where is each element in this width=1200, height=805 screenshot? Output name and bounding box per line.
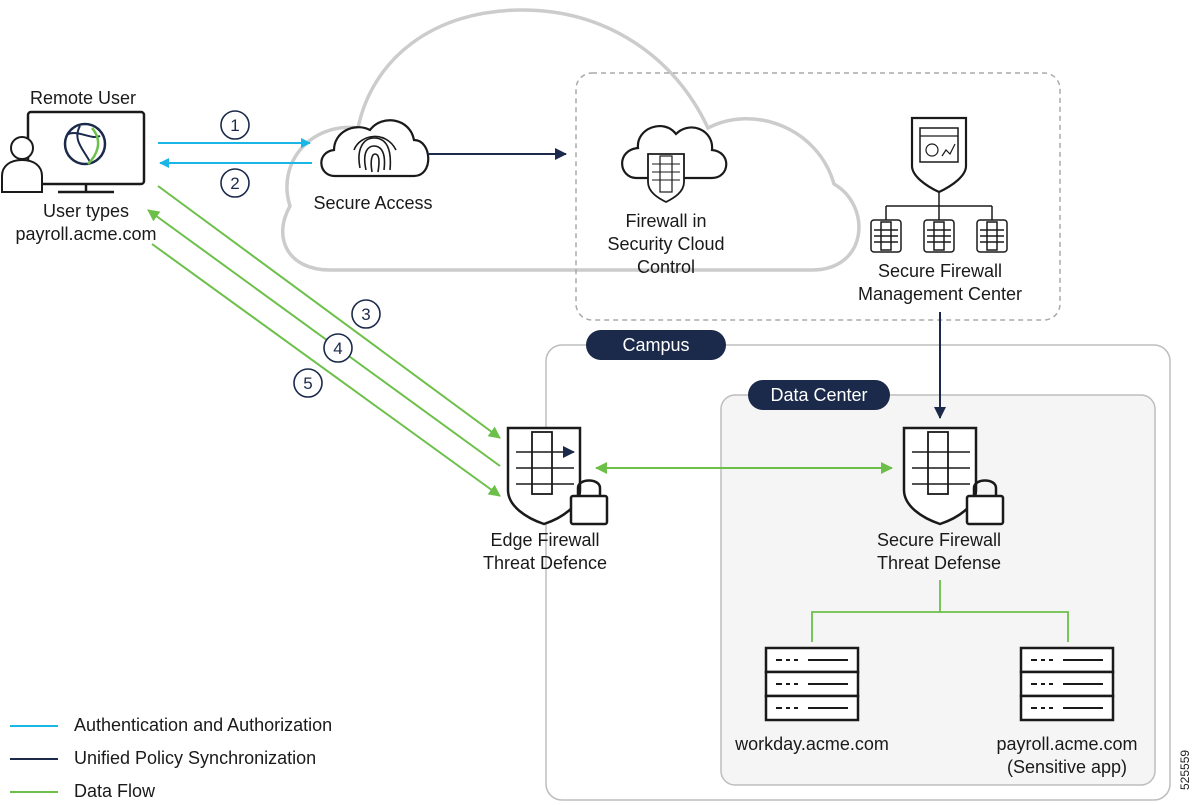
managed-firewall-icon <box>870 219 1008 253</box>
fmc-line2: Management Center <box>857 284 1023 304</box>
firewall-scc-line1: Firewall in <box>625 211 707 231</box>
data-flow-arrow-4 <box>147 209 501 467</box>
server-workday-label: workday.acme.com <box>735 733 889 756</box>
step-number: 4 <box>333 339 342 358</box>
firewall-scc-line3: Control <box>636 257 696 277</box>
secure-access-label: Secure Access <box>313 193 433 213</box>
data-center-label: Data Center <box>748 380 890 410</box>
monitor-icon <box>26 110 146 194</box>
dashboard-shield-icon <box>910 116 968 194</box>
step-marker-2: 2 <box>220 168 250 198</box>
step-marker-4: 4 <box>323 333 353 363</box>
figure-id: 525559 <box>1178 749 1192 790</box>
cloud-shape <box>280 8 861 272</box>
server-lines-payroll <box>1031 659 1103 709</box>
secure-access-cloud-icon <box>320 119 430 178</box>
firewall-scc-label: Firewall in Security Cloud Control <box>607 210 724 279</box>
step-number: 3 <box>361 305 370 324</box>
edge-firewall-label: Edge Firewall Threat Defence <box>483 529 607 575</box>
globe-icon <box>63 122 107 166</box>
legend-label-dataflow: Data Flow <box>74 781 156 801</box>
step-marker-3: 3 <box>351 299 381 329</box>
edge-firewall-line1: Edge Firewall <box>490 530 600 550</box>
lock-icon <box>569 479 609 526</box>
remote-user-caption-line2: payroll.acme.com <box>15 224 157 244</box>
campus-label: Campus <box>586 330 726 360</box>
server-workday-line1: workday.acme.com <box>735 734 889 754</box>
server-payroll-label: payroll.acme.com (Sensitive app) <box>996 733 1137 779</box>
cloud-services-region <box>575 72 1061 321</box>
fmc-label: Secure Firewall Management Center <box>858 260 1022 306</box>
secure-firewall-label: Secure Firewall Threat Defense <box>877 529 1001 575</box>
step-number: 2 <box>230 174 239 193</box>
remote-user-caption: User types payroll.acme.com <box>15 200 156 246</box>
firewall-scc-line2: Security Cloud <box>607 234 725 254</box>
server-payroll-line2: (Sensitive app) <box>1006 757 1128 777</box>
user-icon <box>1 136 43 193</box>
server-payroll-line1: payroll.acme.com <box>996 734 1138 754</box>
server-connector <box>940 611 1069 642</box>
step-marker-5: 5 <box>293 368 323 398</box>
cloud-firewall-icon <box>621 124 728 204</box>
data-flow-arrow-3 <box>157 185 501 439</box>
remote-user-title: Remote User <box>30 88 137 108</box>
lock-icon <box>965 479 1005 526</box>
secure-firewall-line2: Threat Defense <box>876 553 1002 573</box>
edge-firewall-line2: Threat Defence <box>482 553 608 573</box>
fmc-tree-connector <box>885 192 993 220</box>
server-lines-workday <box>776 659 848 709</box>
step-marker-1: 1 <box>220 110 250 140</box>
step-number: 1 <box>230 116 239 135</box>
edge-firewall-icon <box>506 426 582 526</box>
secure-firewall-line1: Secure Firewall <box>876 530 1002 550</box>
step-number: 5 <box>303 374 312 393</box>
remote-user-caption-line1: User types <box>42 201 130 221</box>
secure-firewall-icon <box>902 426 978 526</box>
fmc-line1: Secure Firewall <box>877 261 1003 281</box>
server-connector <box>811 580 941 642</box>
data-flow-arrow-5 <box>151 243 501 497</box>
fingerprint-icon <box>353 135 397 173</box>
legend-label-auth: Authentication and Authorization <box>74 715 333 735</box>
legend-label-policy: Unified Policy Synchronization <box>74 748 317 768</box>
